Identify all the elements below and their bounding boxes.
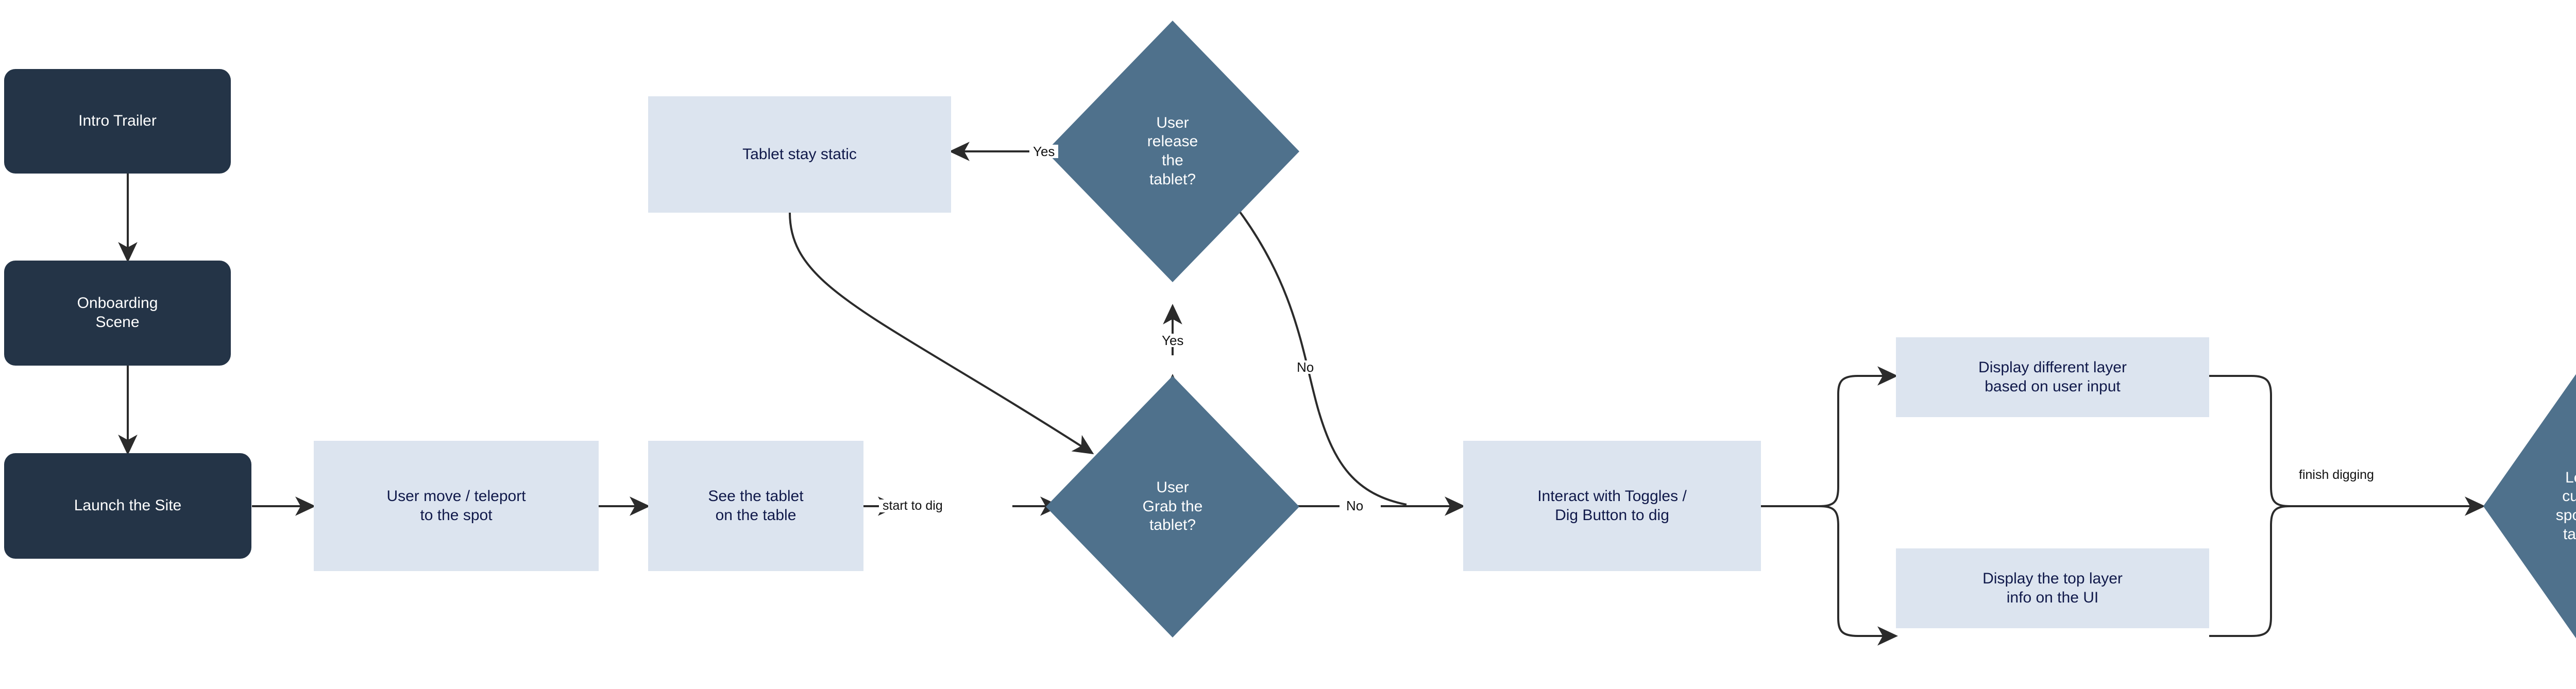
node-launch-the-site[interactable]: Launch the Site <box>4 453 251 559</box>
node-interact-toggles-dig[interactable]: Interact with Toggles / Dig Button to di… <box>1463 441 1761 571</box>
edge-release-no-b <box>1318 411 1407 506</box>
node-onboarding-scene[interactable]: Onboarding Scene <box>4 261 231 366</box>
edge-display-layer-merge <box>2209 375 2291 507</box>
edge-interact-to-display-layer <box>1818 366 1898 507</box>
edge-display-info-merge <box>2209 505 2291 637</box>
node-display-different-layer[interactable]: Display different layer based on user in… <box>1896 337 2209 417</box>
edge-label-grab-yes: Yes <box>1158 333 1188 348</box>
node-user-release-tablet[interactable]: User release the tablet? <box>1046 21 1299 282</box>
edge-label-grab-no: No <box>1343 499 1367 512</box>
node-launch-the-site-label: Launch the Site <box>74 497 182 514</box>
node-interact-toggles-dig-label: Interact with Toggles / Dig Button to di… <box>1537 487 1687 524</box>
edge-label-finish-digging: finish digging <box>2295 469 2378 481</box>
node-user-grab-tablet[interactable]: User Grab the tablet? <box>1046 376 1299 638</box>
node-onboarding-scene-label: Onboarding Scene <box>77 295 158 331</box>
node-display-top-layer-info[interactable]: Display the top layer info on the UI <box>1896 548 2209 628</box>
edge-label-release-no-text: No <box>1297 359 1314 375</box>
node-see-the-tablet[interactable]: See the tablet on the table <box>648 441 863 571</box>
node-intro-trailer-label: Intro Trailer <box>78 112 157 130</box>
node-leave-current-spot[interactable]: Leave current spot with tablet? <box>2483 359 2576 653</box>
edge-label-grab-yes-text: Yes <box>1162 333 1184 348</box>
node-leave-current-spot-label: Leave current spot with tablet? <box>2555 469 2576 543</box>
edge-label-grab-no-text: No <box>1346 498 1364 513</box>
node-see-the-tablet-label: See the tablet on the table <box>708 487 804 524</box>
node-display-top-layer-info-label: Display the top layer info on the UI <box>1982 570 2123 606</box>
node-user-move-teleport[interactable]: User move / teleport to the spot <box>314 441 599 571</box>
edge-label-finish-digging-text: finish digging <box>2299 468 2374 482</box>
edge-label-release-yes: Yes <box>1029 144 1059 159</box>
edge-interact-to-display-info <box>1818 505 1898 646</box>
edge-label-start-to-dig: start to dig <box>879 499 946 512</box>
node-tablet-stay-static[interactable]: Tablet stay static <box>648 96 951 213</box>
edge-label-release-no: No <box>1293 359 1318 375</box>
node-display-different-layer-label: Display different layer based on user in… <box>1978 358 2127 395</box>
edge-label-start-to-dig-text: start to dig <box>883 498 943 513</box>
edge-label-release-yes-text: Yes <box>1033 144 1055 159</box>
node-tablet-stay-static-label: Tablet stay static <box>742 145 857 163</box>
node-user-grab-tablet-label: User Grab the tablet? <box>1142 479 1203 534</box>
node-user-release-tablet-label: User release the tablet? <box>1147 114 1198 188</box>
node-intro-trailer[interactable]: Intro Trailer <box>4 69 231 174</box>
node-user-move-teleport-label: User move / teleport to the spot <box>386 487 526 524</box>
